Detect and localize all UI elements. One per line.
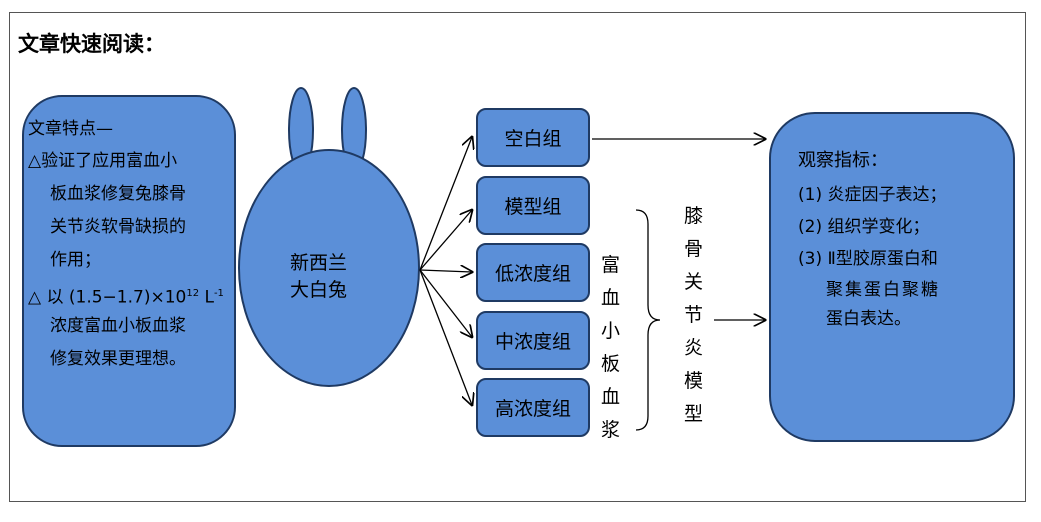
group-high: 高浓度组 [476, 378, 590, 437]
group-model: 模型组 [476, 176, 590, 235]
feature-line-7: 修复效果更理想。 [50, 349, 186, 369]
prp-char-4: 板 [601, 353, 621, 375]
prp-char-6: 浆 [601, 419, 621, 441]
subject-line-1: 新西兰 [290, 252, 348, 274]
prp-char-1: 富 [601, 254, 621, 276]
model-char-2: 骨 [684, 238, 704, 260]
model-char-5: 炎 [684, 337, 704, 359]
indicator-3: (3) Ⅱ型胶原蛋白和 [798, 249, 938, 269]
feature-line-3: 关节炎软骨缺损的 [50, 217, 186, 237]
concentration-unit: L [199, 287, 214, 308]
indicator-2: (2) 组织学变化； [798, 217, 930, 237]
subject-label: 新西兰 大白兔 [290, 250, 347, 304]
indicators-heading: 观察指标： [798, 150, 888, 171]
arrow-to-mid [419, 269, 472, 337]
page-title: 文章快速阅读： [18, 32, 165, 56]
model-label: 膝 骨 关 节 炎 模 型 [684, 200, 703, 431]
indicator-3-cont-1: 聚集蛋白聚糖 [826, 280, 940, 300]
group-mid: 中浓度组 [476, 311, 590, 370]
model-char-1: 膝 [684, 205, 704, 227]
prp-char-2: 血 [601, 287, 621, 309]
feature-line-4: 作用； [50, 250, 101, 270]
feature-line-5: △ 以 (1.5−1.7)×1012 L-1 [28, 277, 224, 315]
subject-line-2: 大白兔 [290, 279, 348, 301]
indicator-3-cont-2: 蛋白表达。 [826, 309, 911, 329]
arrow-to-high [419, 269, 472, 405]
concentration-exponent: 12 [186, 288, 200, 299]
indicator-1: (1) 炎症因子表达； [798, 185, 947, 205]
figure-frame [9, 12, 1026, 502]
model-char-4: 节 [684, 304, 704, 326]
observation-indicators-box [769, 112, 1015, 442]
feature-line-6: 浓度富血小板血浆 [50, 316, 186, 336]
model-char-3: 关 [684, 271, 704, 293]
feature-line-1: △验证了应用富血小 [28, 151, 178, 171]
group-low: 低浓度组 [476, 243, 590, 302]
model-char-7: 型 [684, 403, 704, 425]
prp-label: 富 血 小 板 血 浆 [601, 249, 620, 447]
concentration-prefix: △ 以 (1.5−1.7)×10 [28, 287, 187, 308]
group-blank: 空白组 [476, 108, 590, 167]
model-char-6: 模 [684, 370, 704, 392]
prp-char-3: 小 [601, 320, 621, 342]
arrow-to-low [419, 270, 472, 272]
unit-exponent: -1 [213, 288, 224, 299]
feature-line-2: 板血浆修复兔膝骨 [50, 184, 186, 204]
article-features-box [22, 95, 236, 447]
prp-char-5: 血 [601, 386, 621, 408]
features-heading: 文章特点— [28, 119, 113, 139]
arrow-to-model [419, 210, 472, 271]
brace [635, 209, 661, 431]
rabbit-body [238, 149, 420, 387]
arrow-to-blank [419, 137, 472, 271]
